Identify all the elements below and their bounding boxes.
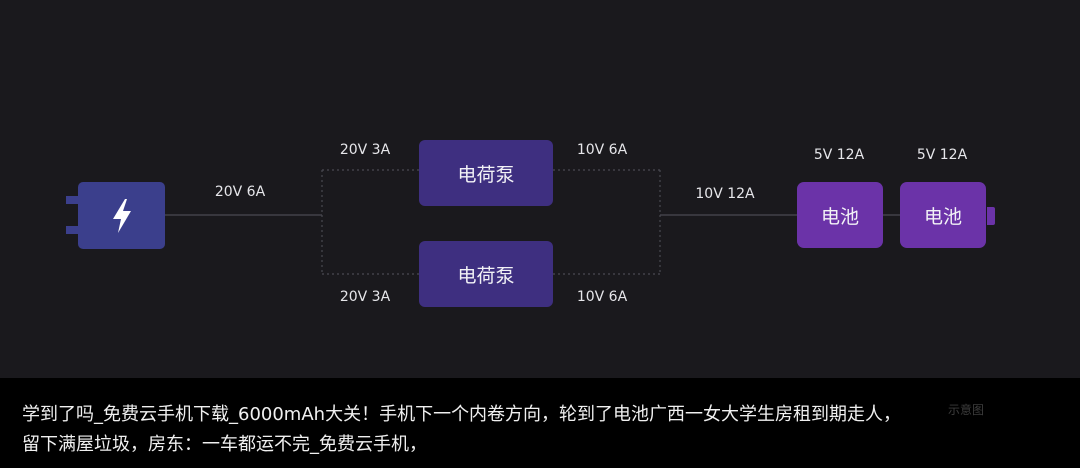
charging-diagram: 20V 6A 20V 3A 20V 3A 10V 6A 10V 6A 10V 1… xyxy=(66,140,995,307)
pump-bottom-output-label: 10V 6A xyxy=(576,289,628,305)
charger-output-label: 20V 6A xyxy=(214,184,266,200)
caption-line-2: 留下满屋垃圾，房东：一车都运不完_免费云手机， xyxy=(22,434,427,455)
charger-prong-top xyxy=(66,196,78,204)
merged-output-label: 10V 12A xyxy=(695,186,755,202)
caption-banner: 学到了吗_免费云手机下载_6000mAh大关！手机下一个内卷方向，轮到了电池广西… xyxy=(0,378,1080,468)
pump-top-input-label: 20V 3A xyxy=(339,142,391,158)
battery-left-label: 5V 12A xyxy=(813,147,865,163)
pump-bottom-input-label: 20V 3A xyxy=(339,289,391,305)
caption-line-1: 学到了吗_免费云手机下载_6000mAh大关！手机下一个内卷方向，轮到了电池广西… xyxy=(22,404,902,425)
pump-top-output-label: 10V 6A xyxy=(576,142,628,158)
lightning-bolt-icon xyxy=(113,199,131,233)
charge-pump-bottom: 电荷泵 xyxy=(419,241,553,307)
connection-lines xyxy=(165,169,900,275)
charger-prong-bottom xyxy=(66,226,78,234)
watermark-text: 示意图 xyxy=(948,403,985,417)
battery-terminal xyxy=(987,207,995,225)
battery-cell-right: 电池 xyxy=(900,182,986,248)
charge-pump-top: 电荷泵 xyxy=(419,140,553,206)
battery-right-label: 5V 12A xyxy=(916,147,968,163)
charger-block xyxy=(78,182,165,249)
battery-cell-left: 电池 xyxy=(797,182,883,248)
